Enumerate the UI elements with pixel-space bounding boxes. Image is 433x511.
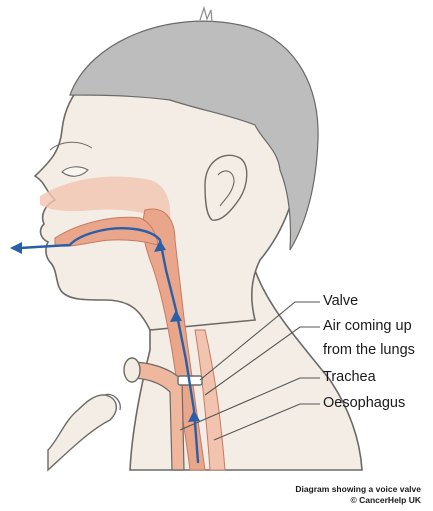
arrowhead-mouth [10,242,22,254]
label-valve: Valve [323,293,358,310]
caption-line1: Diagram showing a voice valve [295,484,421,494]
label-air-line2: from the lungs [323,342,415,359]
hair-tuft [200,8,212,22]
label-oesophagus: Oesophagus [323,395,405,412]
label-air-line1: Air coming up [323,318,412,335]
label-trachea: Trachea [323,369,376,386]
hand [48,395,116,470]
caption-line2: © CancerHelp UK [350,495,421,505]
stoma [124,358,140,382]
